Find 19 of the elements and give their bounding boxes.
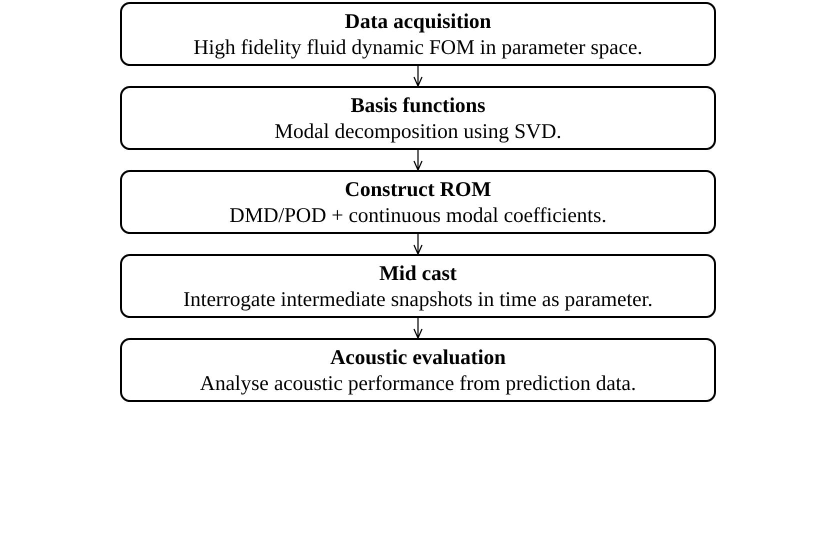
process-box: [120, 338, 716, 402]
process-box: [120, 170, 716, 234]
step-title: Data acquisition: [344, 8, 492, 34]
step-title: Mid cast: [378, 260, 458, 286]
step-title: Construct ROM: [344, 176, 492, 202]
step-description: DMD/POD + continuous modal coefficients.: [228, 202, 608, 228]
step-description: Analyse acoustic performance from prediction data.: [198, 370, 638, 396]
step-description: Modal decomposition using SVD.: [274, 118, 562, 144]
step-title: Basis functions: [350, 92, 486, 118]
process-box: [120, 254, 716, 318]
process-box: [120, 86, 716, 150]
step-description: Interrogate intermediate snapshots in time as parameter.: [182, 286, 654, 312]
arrow: [413, 318, 423, 339]
step-description: High fidelity fluid dynamic FOM in parameter space.: [192, 34, 644, 60]
arrow: [413, 66, 423, 87]
process-box: [120, 2, 716, 66]
arrow: [413, 234, 423, 255]
step-title: Acoustic evaluation: [329, 344, 507, 370]
arrow: [413, 150, 423, 171]
